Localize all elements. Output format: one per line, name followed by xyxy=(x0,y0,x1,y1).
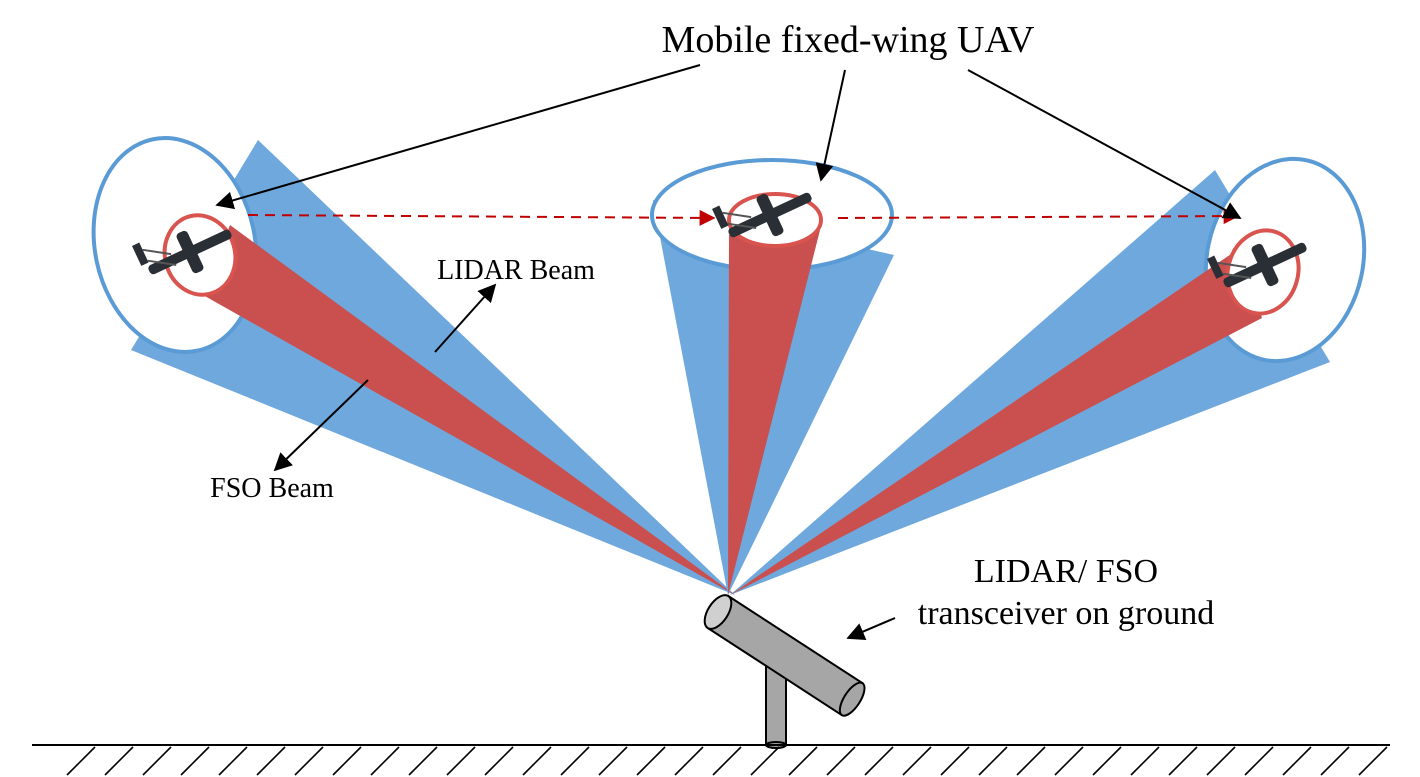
uav-pointer-arrow-middle xyxy=(815,69,846,182)
left-fso-beam xyxy=(203,225,735,595)
ground-hatch-mark xyxy=(484,746,514,776)
ground-hatch-mark xyxy=(902,746,932,776)
transceiver-label-line2: transceiver on ground xyxy=(918,595,1214,632)
ground-hatch-mark xyxy=(750,746,780,776)
ground-hatch-mark xyxy=(1320,746,1350,776)
fso-beam-label: FSO Beam xyxy=(210,473,334,504)
ground-hatch-mark xyxy=(674,746,704,776)
ground-hatch-mark xyxy=(560,746,590,776)
ground-hatch-mark xyxy=(408,746,438,776)
fso-beam-pointer-arrow xyxy=(273,379,369,472)
ground-hatch-mark xyxy=(864,746,894,776)
trajectory-arrow-left-to-middle xyxy=(247,209,716,226)
ground-hatch-mark xyxy=(1206,746,1236,776)
hatched-ground-icon xyxy=(32,744,1390,776)
ground-hatch-mark xyxy=(712,746,742,776)
ground-hatch-mark xyxy=(978,746,1008,776)
ground-hatch-mark xyxy=(104,746,134,776)
left-lidar-beam xyxy=(131,140,735,595)
ground-hatch-mark xyxy=(788,746,818,776)
ground-hatch-mark xyxy=(370,746,400,776)
uav-pointer-arrow-left xyxy=(215,64,701,210)
ground-hatch-mark xyxy=(294,746,324,776)
ground-hatch-mark xyxy=(1282,746,1312,776)
lidar-beam-pointer-arrow xyxy=(434,283,497,353)
ground-hatch-mark xyxy=(218,746,248,776)
ground-hatch-mark xyxy=(256,746,286,776)
middle-fso-beam xyxy=(728,230,820,595)
ground-hatch-mark xyxy=(636,746,666,776)
transceiver-label-line1: LIDAR/ FSO xyxy=(974,553,1158,590)
left-beam-group xyxy=(91,136,735,595)
cylinder-transceiver-icon xyxy=(703,594,866,749)
ground-hatch-mark xyxy=(940,746,970,776)
ground-hatch-mark xyxy=(142,746,172,776)
ground-hatch-mark xyxy=(1130,746,1160,776)
transceiver-aperture xyxy=(703,594,733,630)
ground-hatch-mark xyxy=(1244,746,1274,776)
right-uav-icon xyxy=(1207,242,1307,288)
ground-hatch-mark xyxy=(1054,746,1084,776)
ground-hatch-mark xyxy=(1358,746,1388,776)
right-lidar-beam xyxy=(730,170,1330,595)
ground-hatch-mark xyxy=(446,746,476,776)
left-uav-icon xyxy=(132,229,232,275)
ground-hatch-mark xyxy=(332,746,362,776)
transceiver-pointer-arrow xyxy=(846,617,896,640)
ground-hatch-mark xyxy=(1092,746,1122,776)
ground-hatch-mark xyxy=(1168,746,1198,776)
middle-uav-icon xyxy=(712,192,812,238)
ground-hatch-mark xyxy=(180,746,210,776)
right-fso-beam xyxy=(730,248,1262,595)
ground-hatch-mark xyxy=(522,746,552,776)
uav-pointer-arrow-right xyxy=(967,69,1242,219)
ground-hatch-mark xyxy=(826,746,856,776)
ground-hatch-mark xyxy=(598,746,628,776)
lidar-beam-label: LIDAR Beam xyxy=(437,255,595,286)
ground-hatch-mark xyxy=(1016,746,1046,776)
ground-hatch-mark xyxy=(66,746,96,776)
uav-title-label: Mobile fixed-wing UAV xyxy=(662,19,1035,61)
